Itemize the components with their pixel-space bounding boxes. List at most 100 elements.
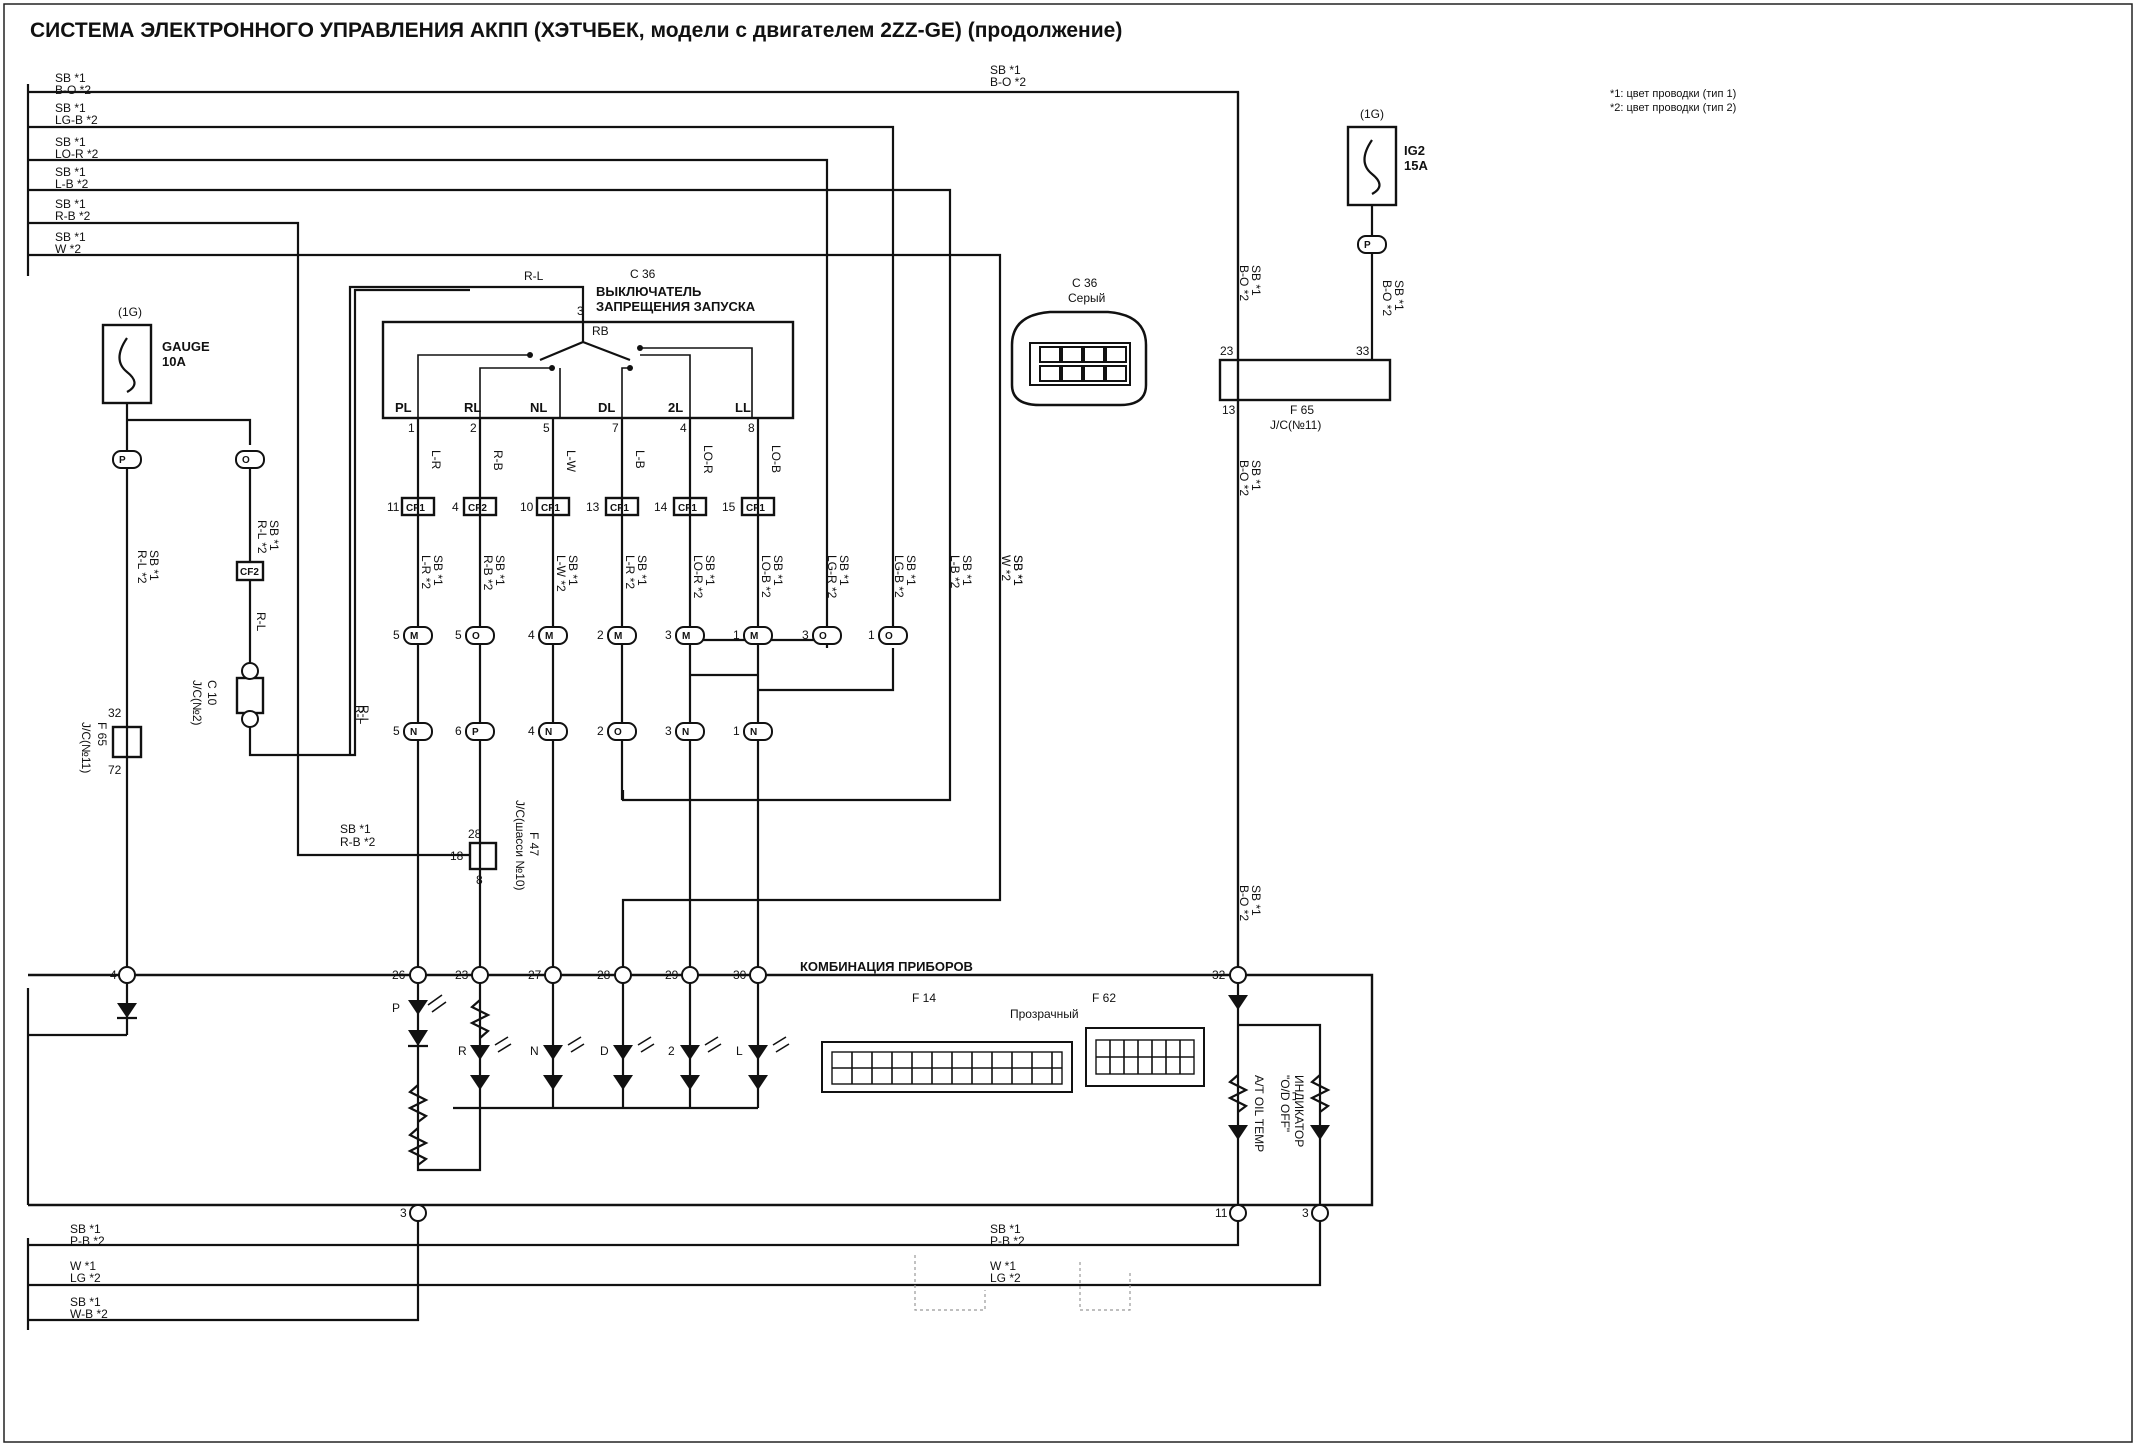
vw2-9a: SB *1: [1011, 555, 1025, 586]
switch-ref: C 36: [630, 267, 656, 281]
f62-shell: [1085, 1027, 1205, 1087]
cf-pin-6: 15: [722, 500, 736, 514]
m-pin-letter: O: [819, 631, 827, 642]
lbl-sb-bo2: SB *1: [1392, 280, 1406, 311]
lbl-rl-left: R-L: [254, 612, 268, 632]
combination-clear: Прозрачный: [1010, 1007, 1079, 1021]
top-wire-b: B-O *2: [990, 75, 1026, 89]
vw2-5a: SB *1: [771, 555, 785, 586]
ig2-fuse: (1G) IG2 15A: [1346, 107, 1428, 207]
wire-p-b: [28, 1221, 1240, 1247]
m-pin-letter: M: [545, 631, 553, 642]
comb-pin-30: 30: [733, 968, 747, 982]
vw1-3: L-B: [633, 450, 647, 469]
connector-pin: [1357, 235, 1387, 254]
n-pin-num-2: 6: [455, 724, 462, 738]
f14-shell: [821, 1041, 1073, 1093]
jc-f47-ref: F 47: [527, 832, 541, 856]
lw-1a: SB *1: [55, 71, 86, 85]
jc-c10-body: [235, 676, 265, 715]
sw-pin-8: 8: [748, 421, 755, 435]
c36-pin: [1061, 346, 1083, 363]
m-pin-letter: M: [750, 631, 758, 642]
switch-contact-dot: [549, 365, 555, 371]
combination-f14: F 14: [912, 991, 936, 1005]
bw-1b: P-B *2: [70, 1234, 105, 1248]
switch-term-dl: DL: [598, 400, 615, 415]
m-pin-num-7: 3: [802, 628, 809, 642]
jc-c10-ref: C 10: [205, 680, 219, 706]
switch-line1: ВЫКЛЮЧАТЕЛЬ: [596, 284, 701, 299]
vw2-7b: LG-B *2: [892, 555, 906, 598]
switch-body: [381, 320, 795, 420]
m-pin-num-3: 4: [528, 628, 535, 642]
pin-A: [1229, 966, 1247, 984]
jc-f47-pin-b: 8: [476, 873, 483, 887]
cf-box-1: [400, 496, 436, 517]
pin-A: [614, 966, 632, 984]
lbl-sb-bo-b: B-O *2: [1237, 265, 1251, 301]
jc-c10-pin-bot: [241, 710, 259, 728]
jc-f65-pin-l: 23: [1220, 344, 1234, 358]
wire-gauge-split: [125, 403, 252, 445]
gauge-fuse-name: GAUGE: [162, 339, 210, 354]
lbl-sb-rl2: SB *1: [147, 550, 161, 581]
jc-f65-name: J/C(№11): [1270, 418, 1321, 432]
switch-contact-dot: [527, 352, 533, 358]
sw-pin-1: 1: [408, 421, 415, 435]
lbl-sb-bo3-b: B-O *2: [1237, 460, 1251, 496]
bottom-wire-bundle: SB *1 P-B *2 W *1 LG *2 SB *1 W-B *2 SB …: [26, 1221, 1322, 1330]
jc-c10-name: J/C(№2): [190, 680, 204, 726]
c36-color: Серый: [1068, 291, 1105, 305]
c36-pin: [1061, 365, 1083, 382]
m-pin-7: [812, 626, 842, 645]
n-connector-row: N P N O N N 5 6 4 2 3 1: [393, 722, 773, 741]
cf-label-4: CF1: [610, 503, 629, 514]
n-pin-1: [403, 722, 433, 741]
combination-meter: КОМБИНАЦИЯ ПРИБОРОВ F 14 F 62 Прозрачный…: [26, 959, 1374, 1222]
switch-pin-numbers: 1 2 5 7 4 8: [408, 421, 755, 435]
led-common-wire: [453, 983, 760, 1110]
switch-contact-dot: [627, 365, 633, 371]
m-pin-letter: M: [682, 631, 690, 642]
bmw-2a: W *1: [990, 1259, 1016, 1273]
m-pin-2: [465, 626, 495, 645]
comb-pin-11: 11: [1215, 1206, 1228, 1220]
jc-f47-pin-t: 28: [468, 827, 482, 841]
ind-l: L: [736, 1044, 743, 1058]
c36-pin: [1039, 365, 1061, 382]
lbl-sb-w: SB *1: [1011, 555, 1025, 586]
c36-pins: [1039, 346, 1127, 382]
atf-label: A/T OIL TEMP: [1252, 1075, 1266, 1152]
vw2-4a: SB *1: [703, 555, 717, 586]
comb-pin-23: 23: [455, 968, 469, 982]
led-ray: [427, 994, 447, 1013]
lbl-sb-rl-b: R-L *2: [255, 520, 269, 554]
faded-marks: [914, 1255, 1131, 1311]
c36-pin: [1105, 346, 1127, 363]
cf-box-3: [535, 496, 571, 517]
jc-left-body: [111, 725, 143, 759]
switch-contact-dot: [637, 345, 643, 351]
comb-pin-4: 4: [110, 968, 117, 982]
lbl-sb-bo4: SB *1: [1249, 885, 1263, 916]
cf-pin-4: 13: [586, 500, 600, 514]
vw1-2: L-W: [564, 450, 578, 473]
connector-pin-label: P: [1364, 240, 1371, 251]
vw1-4: LO-R: [701, 445, 715, 474]
jc-left-pin-b: 72: [108, 763, 122, 777]
n-pin-num-3: 4: [528, 724, 535, 738]
vw1-0: L-R: [429, 450, 443, 470]
gauge-fuse-amp: 10A: [162, 354, 186, 369]
diagram-title: СИСТЕМА ЭЛЕКТРОННОГО УПРАВЛЕНИЯ АКПП (ХЭ…: [30, 19, 1122, 42]
m-pin-letter: M: [410, 631, 418, 642]
combination-bottom-pins: 3 11 3: [400, 1204, 1329, 1222]
jc-f65-pin-r: 33: [1356, 344, 1370, 358]
switch-term-ll: LL: [735, 400, 751, 415]
lw-6a: SB *1: [55, 230, 86, 244]
m-pin-letter: O: [472, 631, 480, 642]
lbl-sb-bo4-b: B-O *2: [1237, 885, 1251, 921]
vw2-1a: SB *1: [493, 555, 507, 586]
pin-A-bottom: [1311, 1204, 1329, 1222]
comb-pin-3b: 3: [1302, 1206, 1309, 1220]
